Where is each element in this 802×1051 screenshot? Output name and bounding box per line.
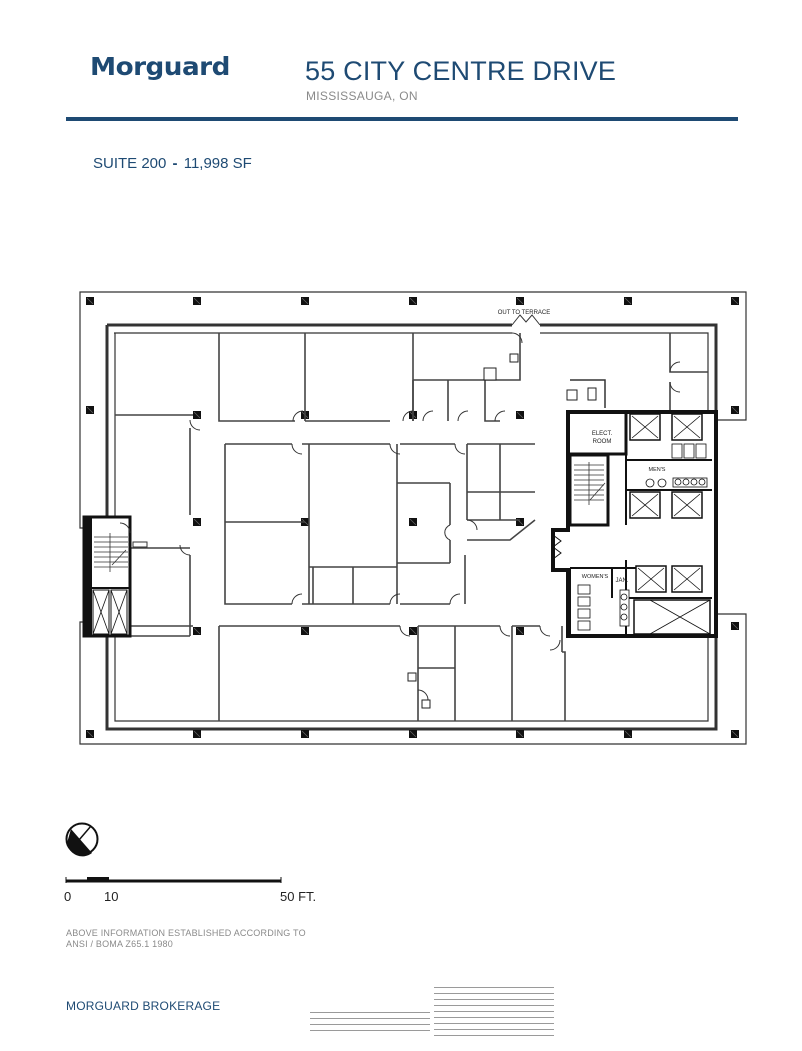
footer-decorative-lines-left [310, 1012, 430, 1036]
building-location: MISSISSAUGA, ON [306, 89, 418, 103]
boma-note-line1: ABOVE INFORMATION ESTABLISHED ACCORDING … [66, 928, 306, 938]
suite-separator: - [172, 155, 178, 172]
morguard-logo: Morguard [90, 52, 230, 81]
terrace-door [511, 314, 541, 326]
north-arrow-icon [65, 822, 99, 857]
boma-note-line2: ANSI / BOMA Z65.1 1980 [66, 939, 173, 949]
boma-note: ABOVE INFORMATION ESTABLISHED ACCORDING … [66, 928, 306, 950]
scale-label-10: 10 [104, 889, 119, 904]
janitor-label: JAN. [615, 578, 628, 584]
womens-washroom-label: WOMEN'S [582, 574, 609, 580]
scale-label-50: 50 FT. [280, 889, 317, 904]
elect-room-label: ELECT. [592, 431, 613, 437]
building-core [551, 410, 718, 638]
suite-heading: SUITE 200 - 11,998 SF [93, 155, 252, 172]
building-title: 55 CITY CENTRE DRIVE [305, 56, 617, 86]
west-core [82, 515, 148, 638]
scale-bar [65, 877, 282, 883]
footer-decorative-lines-right [434, 987, 554, 1041]
mens-washroom-label: MEN'S [649, 467, 666, 473]
suite-area: 11,998 SF [183, 155, 252, 172]
terrace-label: OUT TO TERRACE [498, 310, 551, 316]
scale-label-0: 0 [64, 889, 72, 904]
header-divider [66, 117, 738, 121]
elect-room-label-2: ROOM [593, 439, 612, 445]
suite-name: SUITE 200 [93, 155, 167, 172]
footer-brand: MORGUARD BROKERAGE [66, 999, 221, 1013]
